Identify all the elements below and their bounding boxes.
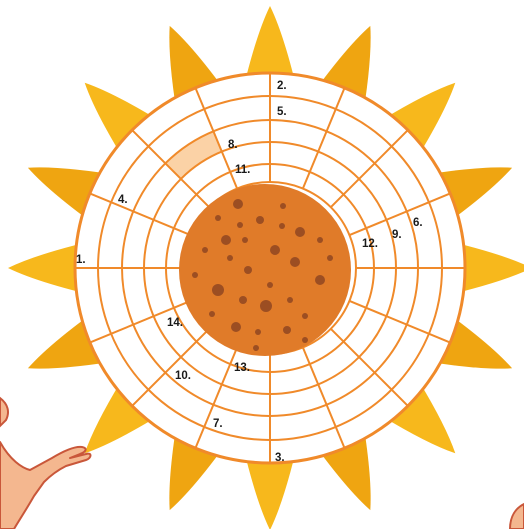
seed-dot [280, 203, 286, 209]
seed-dot [231, 322, 241, 332]
seed-dot [287, 297, 293, 303]
clue-number-10: 10. [175, 370, 191, 382]
seed-dot [192, 272, 198, 278]
clue-number-13: 13. [234, 362, 250, 374]
sunflower-center [179, 184, 351, 356]
hand-right [510, 504, 524, 529]
seed-dot [283, 326, 291, 334]
seed-dot [290, 257, 300, 267]
seed-dot [302, 313, 308, 319]
seed-dot [242, 237, 248, 243]
clue-number-8: 8. [228, 139, 238, 151]
seed-dot [221, 235, 231, 245]
seed-dot [270, 245, 280, 255]
clue-number-2: 2. [277, 80, 287, 92]
clue-number-14: 14. [167, 317, 183, 329]
seed-dot [253, 345, 259, 351]
seed-dot [279, 223, 285, 229]
clue-number-7: 7. [213, 418, 223, 430]
seed-dot [209, 311, 215, 317]
seed-dot [260, 300, 272, 312]
clue-number-3: 3. [275, 452, 285, 464]
seed-dot [255, 329, 261, 335]
seed-dot [215, 215, 221, 221]
seed-dot [256, 216, 264, 224]
clue-number-1: 1. [76, 254, 86, 266]
seed-dot [239, 296, 247, 304]
clue-number-9: 9. [392, 229, 402, 241]
clue-number-11: 11. [235, 164, 250, 176]
seed-dot [295, 227, 305, 237]
seed-dot [317, 237, 323, 243]
seed-dot [212, 284, 224, 296]
seed-dot [315, 275, 325, 285]
clue-number-4: 4. [118, 194, 128, 206]
clue-number-5: 5. [277, 106, 287, 118]
seed-dot [327, 255, 333, 261]
seed-dot [202, 247, 208, 253]
seed-dot [233, 199, 243, 209]
clue-number-6: 6. [413, 217, 423, 229]
seed-dot [267, 282, 273, 288]
seed-dot [302, 337, 308, 343]
seed-dot [244, 266, 252, 274]
hand-left [0, 398, 91, 529]
seed-dot [237, 222, 243, 228]
seed-dot [227, 255, 233, 261]
clue-number-12: 12. [362, 238, 378, 250]
